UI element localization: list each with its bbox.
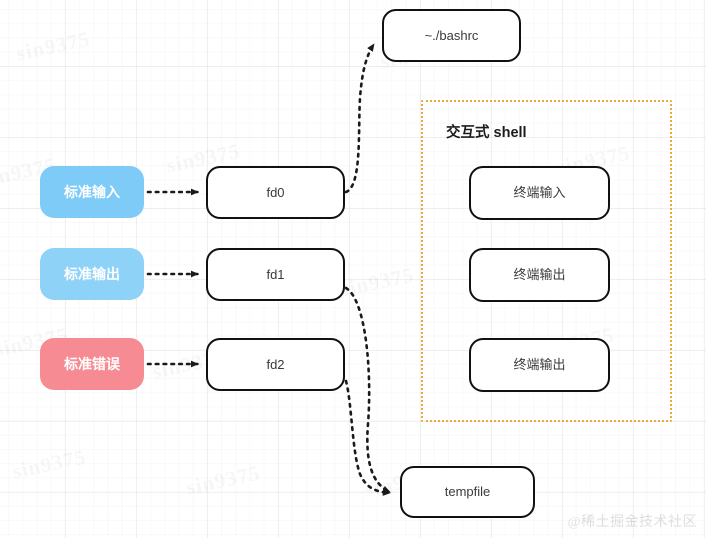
node-bashrc[interactable]: ~./bashrc	[382, 9, 521, 62]
node-fd2[interactable]: fd2	[206, 338, 345, 391]
node-terminal-output-2[interactable]: 终端输出	[469, 338, 610, 392]
node-terminal-output-2-label: 终端输出	[513, 357, 566, 373]
background-watermark: sin9375	[14, 27, 92, 67]
node-terminal-output-1-label: 终端输出	[513, 267, 566, 283]
node-stdout-label: 标准输出	[64, 265, 120, 282]
node-tempfile[interactable]: tempfile	[400, 466, 535, 518]
edge-fd2-to-tempfile	[344, 379, 392, 496]
node-terminal-input[interactable]: 终端输入	[469, 166, 610, 220]
credit-watermark: @稀土掘金技术社区	[567, 515, 697, 530]
node-fd0-label: fd0	[266, 184, 285, 200]
node-stderr[interactable]: 标准错误	[40, 338, 144, 390]
node-tempfile-label: tempfile	[444, 484, 491, 500]
node-stdin-label: 标准输入	[64, 183, 120, 200]
node-bashrc-label: ~./bashrc	[424, 27, 479, 43]
node-fd2-label: fd2	[266, 356, 285, 372]
node-fd1-label: fd1	[266, 266, 285, 282]
group-interactive-shell-title: 交互式 shell	[446, 125, 527, 141]
node-stdin[interactable]: 标准输入	[40, 166, 144, 218]
node-stderr-label: 标准错误	[64, 355, 120, 372]
edge-fd0-to-bashrc	[344, 42, 376, 194]
node-stdout[interactable]: 标准输出	[40, 248, 144, 300]
node-terminal-input-label: 终端输入	[513, 185, 566, 201]
node-fd0[interactable]: fd0	[206, 166, 345, 219]
background-watermark: sin9375	[184, 461, 262, 501]
node-terminal-output-1[interactable]: 终端输出	[469, 248, 610, 302]
node-fd1[interactable]: fd1	[206, 248, 345, 301]
background-watermark: sin9375	[10, 445, 88, 485]
edge-fd1-to-tempfile	[344, 286, 392, 494]
group-interactive-shell	[421, 100, 672, 422]
background-watermark: sin9375	[338, 263, 416, 303]
